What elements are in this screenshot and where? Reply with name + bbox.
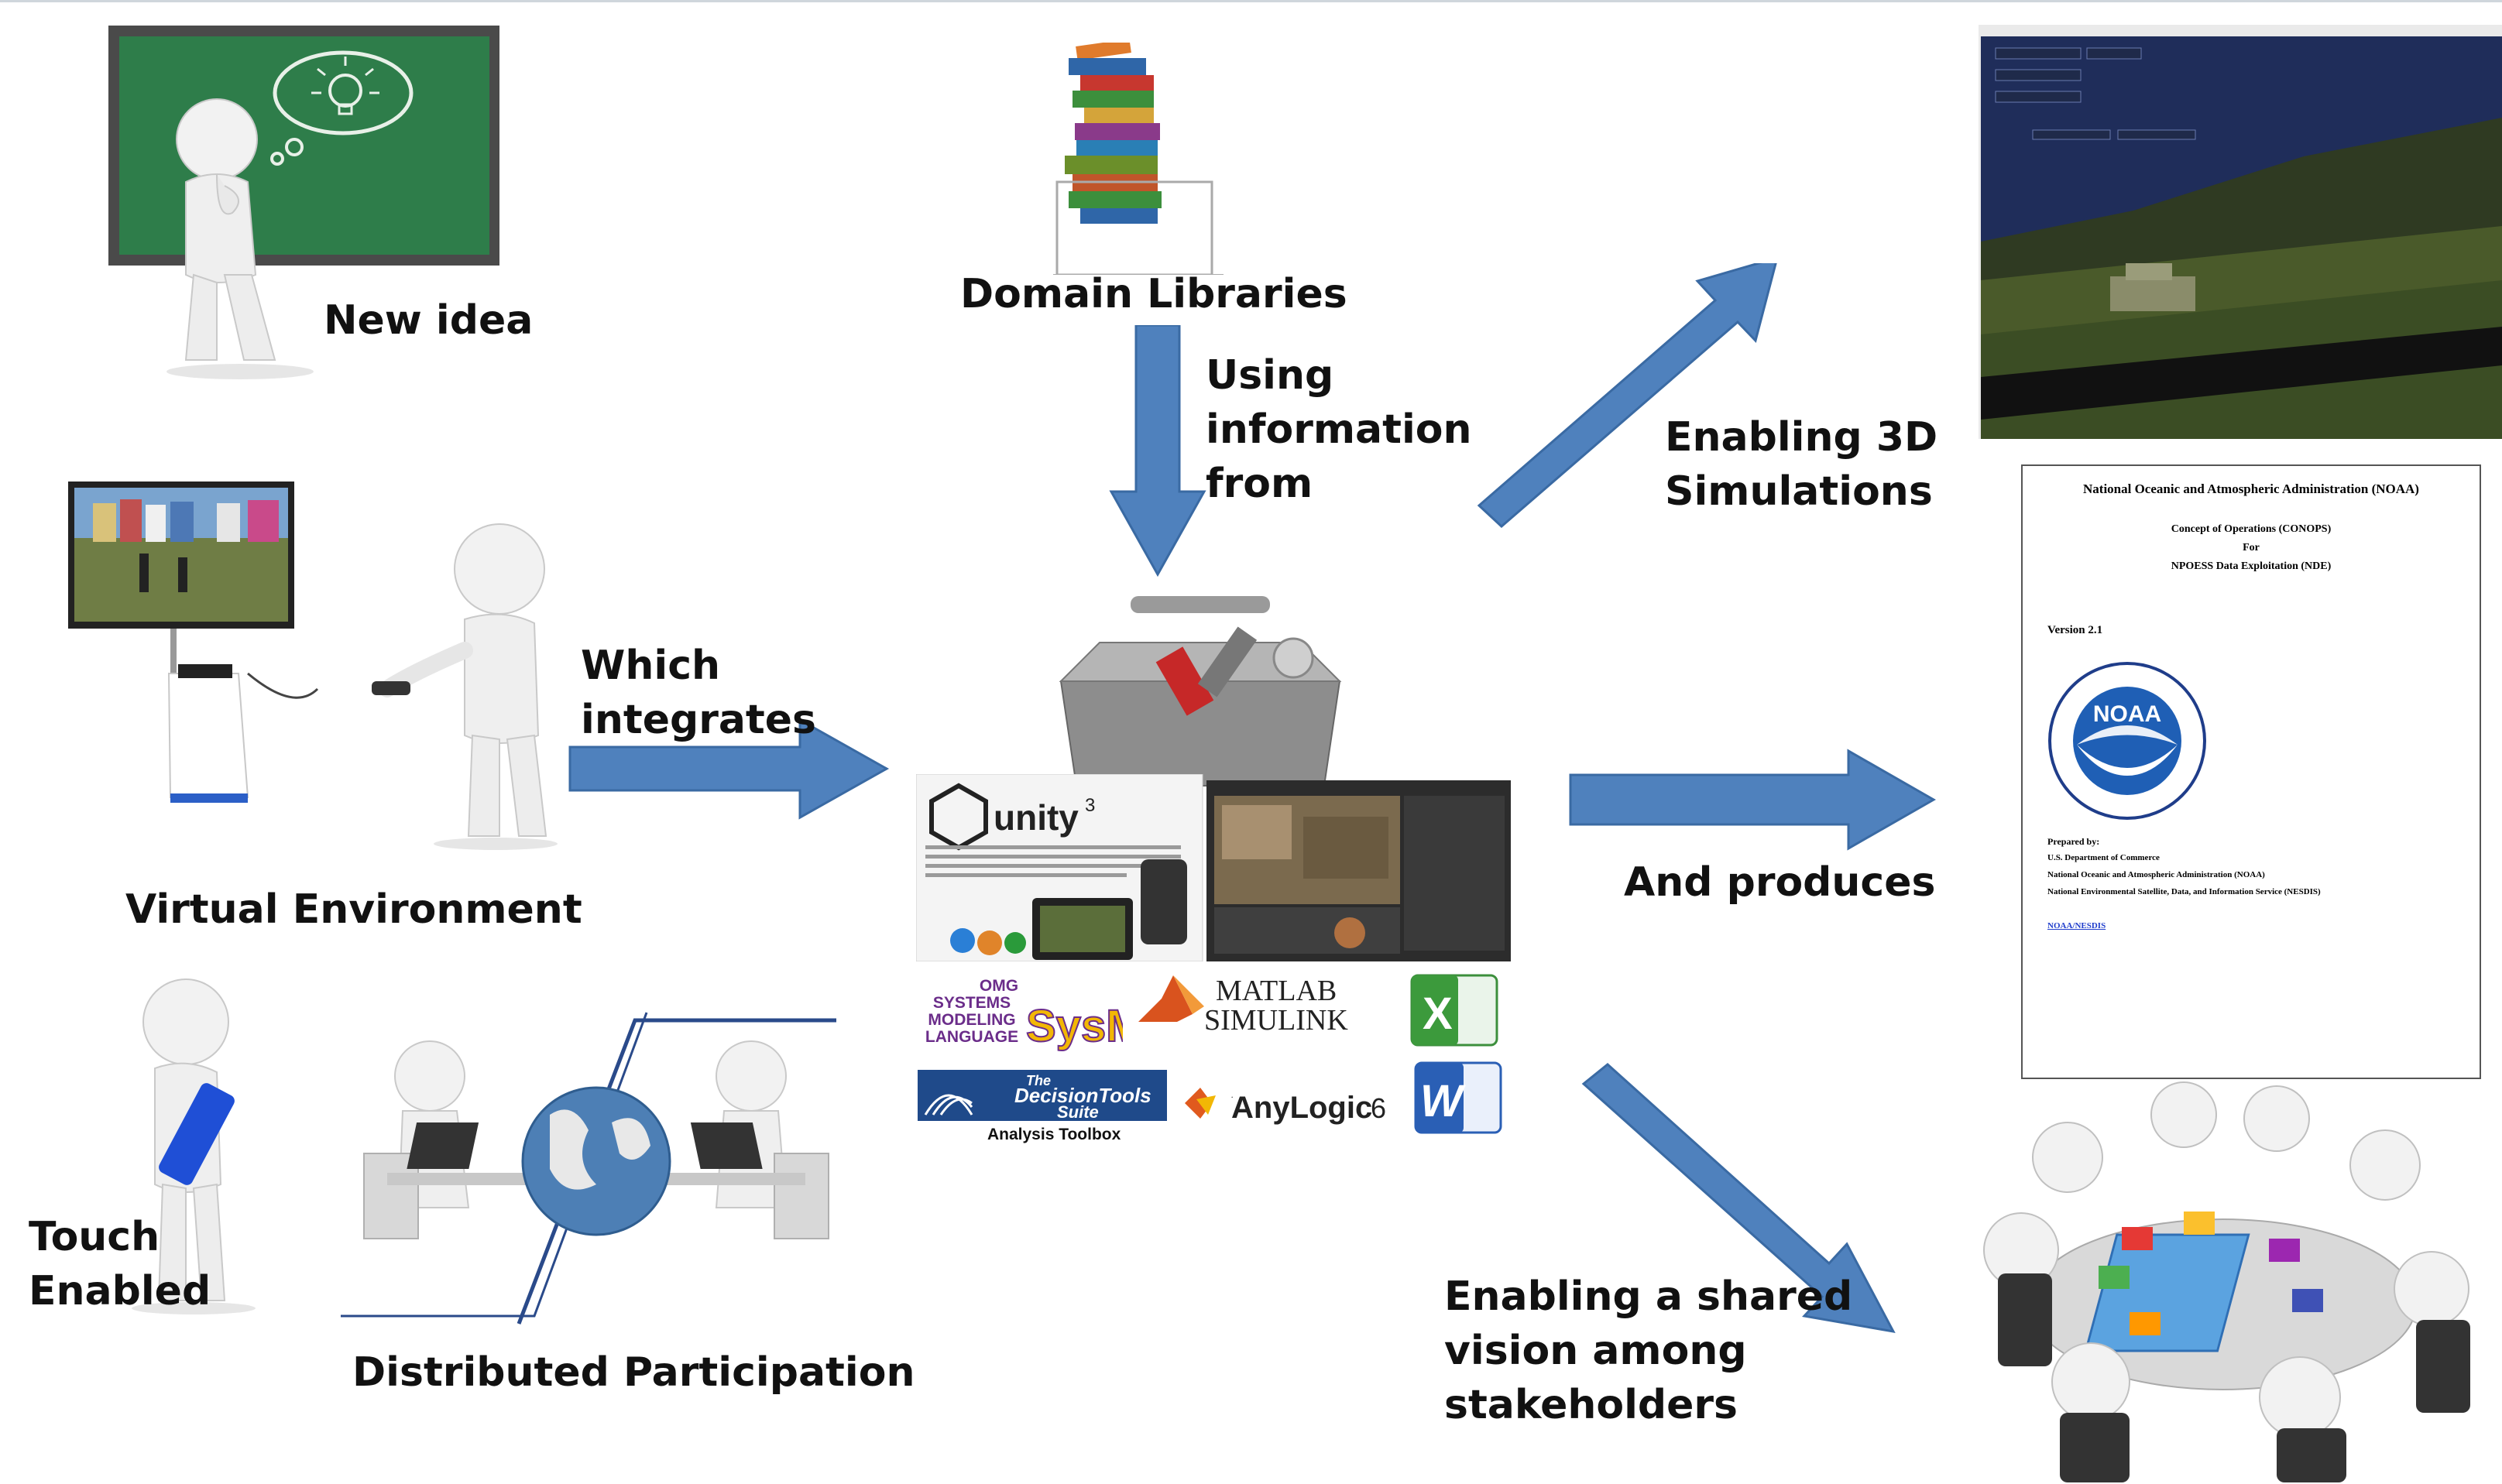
svg-text:MATLAB: MATLAB xyxy=(1216,975,1337,1007)
arrow-right-integrates xyxy=(568,718,890,820)
game-controller-icon xyxy=(372,681,410,695)
label-new-idea: New idea xyxy=(324,297,534,344)
doc-org-2: National Oceanic and Atmospheric Adminis… xyxy=(2047,870,2265,879)
virtual-environment-illustration xyxy=(68,482,558,850)
label-information: information xyxy=(1206,406,1472,453)
doc-version: Version 2.1 xyxy=(2047,624,2103,636)
label-domain-libraries: Domain Libraries xyxy=(960,271,1347,317)
label-virtual-environment: Virtual Environment xyxy=(125,886,582,933)
noaa-logo-icon: NOAA xyxy=(2048,662,2206,820)
doc-link[interactable]: NOAA/NESDIS xyxy=(2047,921,2106,930)
figure-head xyxy=(176,98,258,180)
label-touch: Touch xyxy=(29,1214,160,1260)
label-enabled: Enabled xyxy=(29,1268,211,1314)
svg-text:The: The xyxy=(1026,1073,1051,1088)
svg-text:NOAA: NOAA xyxy=(2093,701,2161,727)
svg-text:LANGUAGE: LANGUAGE xyxy=(925,1028,1018,1046)
console-stand xyxy=(167,673,249,798)
vehicle-icon xyxy=(2110,276,2195,311)
label-integrates: integrates xyxy=(581,697,817,743)
matlab-simulink-logo: MATLAB SIMULINK xyxy=(1138,975,1348,1037)
label-using: Using xyxy=(1206,352,1334,399)
chalkboard xyxy=(119,36,489,255)
lightbulb-icon xyxy=(328,74,362,108)
svg-text:3: 3 xyxy=(1085,795,1095,816)
svg-text:X: X xyxy=(1423,989,1453,1039)
sysml-mark: SysML xyxy=(1026,1001,1123,1051)
svg-text:.: . xyxy=(1231,1089,1234,1100)
touch-enabled-illustration xyxy=(132,978,256,1314)
unity-logo-icon xyxy=(929,783,988,851)
decisiontools-logo: The DecisionTools Suite Analysis Toolbox xyxy=(918,1070,1167,1143)
tablet-icon xyxy=(159,1083,235,1185)
globe-icon xyxy=(521,1086,671,1236)
wrench-icon xyxy=(1197,626,1258,697)
svg-text:OMG: OMG xyxy=(980,977,1018,995)
doc-prepared-by: Prepared by: xyxy=(2047,836,2100,847)
word-icon: W xyxy=(1414,1061,1502,1134)
domain-libraries-illustration xyxy=(1053,43,1224,275)
unity-logo-text: unity xyxy=(994,797,1079,838)
arrow-right-produces xyxy=(1569,749,1937,851)
doc-org-1: U.S. Department of Commerce xyxy=(2047,853,2160,862)
label-and-produces: And produces xyxy=(1624,859,1936,906)
label-simulations: Simulations xyxy=(1665,468,1933,515)
label-vision-among: vision among xyxy=(1444,1328,1747,1374)
label-stakeholders: stakeholders xyxy=(1444,1382,1738,1428)
label-which: Which xyxy=(581,643,721,689)
label-distributed-participation: Distributed Participation xyxy=(352,1349,915,1396)
new-idea-illustration xyxy=(108,26,499,379)
screwdriver-icon xyxy=(1155,646,1214,716)
matlab-membrane-icon xyxy=(1138,975,1193,1022)
svg-text:DecisionTools: DecisionTools xyxy=(1014,1084,1151,1107)
laptop-icon xyxy=(407,1122,479,1169)
sysml-logo: OMG SYSTEMS MODELING LANGUAGE SysML xyxy=(925,977,1123,1052)
svg-text:AnyLogic: AnyLogic xyxy=(1231,1091,1372,1125)
distributed-participation-illustration xyxy=(341,1012,836,1325)
stakeholders-illustration xyxy=(1983,1081,2470,1482)
anylogic-logo: . AnyLogic 6 xyxy=(1185,1088,1386,1125)
svg-text:MODELING: MODELING xyxy=(928,1011,1015,1029)
laptop-icon xyxy=(1055,180,1213,275)
top-rule xyxy=(0,0,2502,2)
toolbox-illustration xyxy=(1059,596,1342,787)
doc-title-2: For xyxy=(2243,542,2260,554)
svg-text:SYSTEMS: SYSTEMS xyxy=(933,994,1011,1012)
3d-simulation-screenshot xyxy=(1979,25,2502,439)
doc-header: National Oceanic and Atmospheric Adminis… xyxy=(2083,482,2419,496)
doc-title-3: NPOESS Data Exploitation (NDE) xyxy=(2171,560,2332,572)
doc-title-1: Concept of Operations (CONOPS) xyxy=(2171,523,2332,535)
thought-bubble xyxy=(273,50,414,135)
conops-document: National Oceanic and Atmospheric Adminis… xyxy=(2021,464,2481,1079)
analysis-toolbox-label: Analysis Toolbox xyxy=(987,1126,1121,1143)
label-from: from xyxy=(1206,461,1313,507)
label-enabling-3d: Enabling 3D xyxy=(1665,414,1938,461)
label-enabling-shared: Enabling a shared xyxy=(1444,1273,1853,1320)
unity-panel: unity 3 xyxy=(916,774,1511,961)
puzzle-icon xyxy=(2084,1233,2250,1352)
excel-icon: X xyxy=(1410,974,1498,1047)
arrow-up-right xyxy=(1477,263,1777,529)
phone-icon xyxy=(1141,859,1187,944)
arrow-down xyxy=(1109,325,1206,577)
svg-text:SIMULINK: SIMULINK xyxy=(1204,1004,1348,1037)
svg-text:Suite: Suite xyxy=(1057,1102,1099,1122)
svg-text:W: W xyxy=(1420,1076,1466,1126)
doc-org-3: National Environmental Satellite, Data, … xyxy=(2047,887,2321,896)
arrow-down-right xyxy=(1581,1063,1896,1334)
svg-text:6: 6 xyxy=(1371,1092,1386,1124)
